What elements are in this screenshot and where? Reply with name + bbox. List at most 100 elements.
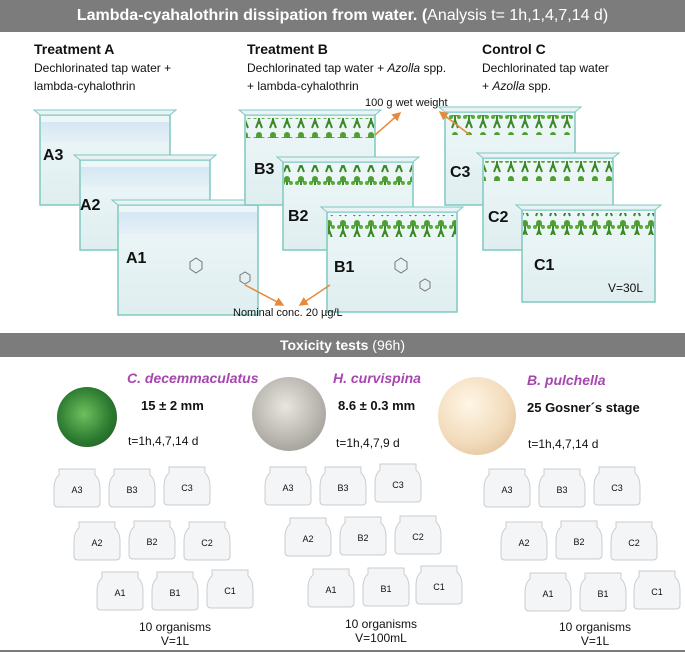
organisms-caption-3: 10 organisms V=1L	[540, 620, 650, 648]
organisms-count-2: 10 organisms	[344, 617, 418, 631]
organisms-caption-2: 10 organisms V=100mL	[326, 617, 436, 645]
toxicity-title-bold: Toxicity tests	[279, 337, 369, 353]
treatment-b-line1-end: spp.	[420, 61, 447, 75]
organisms-caption-1: 10 organisms V=1L	[120, 620, 230, 648]
jar: C1	[205, 566, 255, 610]
control-c-desc: Dechlorinated tap water + Azolla spp.	[482, 59, 609, 95]
jar-label: B1	[169, 588, 181, 598]
jar: B1	[578, 569, 628, 613]
organisms-count-3: 10 organisms	[558, 620, 632, 634]
jar: A2	[72, 518, 122, 562]
control-c-line1: Dechlorinated tap water	[482, 61, 609, 75]
wet-weight-note: 100 g wet weight	[365, 97, 448, 109]
jar: A3	[52, 465, 102, 509]
jar: B2	[338, 513, 388, 557]
title-bold: Lambda-cyahalothrin dissipation from wat…	[76, 7, 428, 24]
treatment-b-line2: + lambda-cyhalothrin	[247, 79, 359, 93]
jar-label: C3	[181, 483, 193, 493]
organisms-volume-3: V=1L	[580, 634, 610, 648]
treatment-a-label: Treatment A	[34, 41, 115, 57]
species-name-2: H. curvispina	[333, 370, 421, 386]
treatment-a-line2: lambda-cyhalothrin	[34, 79, 136, 93]
jar: A1	[306, 565, 356, 609]
jar-label: B1	[597, 589, 609, 599]
bottom-rule	[0, 650, 685, 652]
jar: B1	[150, 568, 200, 612]
jar: C3	[162, 463, 212, 507]
control-c-line2-end: spp.	[525, 79, 552, 93]
jar: C1	[632, 567, 682, 611]
tank-label-c3: C3	[450, 164, 471, 181]
jar-label: B3	[556, 485, 568, 495]
control-c-italic: Azolla	[492, 79, 526, 93]
jar: A1	[523, 569, 573, 613]
jar: A2	[283, 514, 333, 558]
jar-label: A3	[71, 485, 83, 495]
jar: A3	[482, 465, 532, 509]
jar-label: A1	[542, 589, 554, 599]
tank-label-b2: B2	[288, 208, 309, 225]
jar-label: A3	[282, 483, 294, 493]
treatment-b-desc: Dechlorinated tap water + Azolla spp. + …	[247, 59, 446, 95]
treatment-b-line1: Dechlorinated tap water +	[247, 61, 388, 75]
jar: A3	[263, 463, 313, 507]
jar-label: C2	[628, 538, 640, 548]
jar-label: C1	[433, 582, 445, 592]
jar: C2	[393, 512, 443, 556]
treatment-b-label: Treatment B	[247, 41, 328, 57]
jar: B1	[361, 564, 411, 608]
jar-label: C3	[392, 480, 404, 490]
jar: C1	[414, 562, 464, 606]
arrow-nominal-a	[244, 284, 285, 306]
title-banner: Lambda-cyahalothrin dissipation from wat…	[0, 0, 685, 32]
fish-photo	[57, 387, 117, 447]
jar-label: C2	[201, 538, 213, 548]
species-size-1: 15 ± 2 mm	[141, 398, 204, 413]
arrow-wet-weight-c	[438, 111, 471, 136]
jar: B3	[537, 465, 587, 509]
tank-label-b3: B3	[254, 161, 275, 178]
jar-label: A2	[518, 538, 530, 548]
jar: C3	[373, 460, 423, 504]
jar-label: B1	[380, 584, 392, 594]
tank-label-a1: A1	[126, 250, 147, 267]
nominal-conc-note: Nominal conc. 20 µg/L	[233, 307, 343, 319]
jar: B3	[318, 463, 368, 507]
jar-label: B2	[357, 533, 369, 543]
tank-c1	[514, 204, 663, 303]
tank-label-a2: A2	[80, 197, 101, 214]
species-name-1: C. decemmaculatus	[127, 370, 259, 386]
tadpole-photo	[438, 377, 516, 455]
jar: C2	[182, 518, 232, 562]
organisms-volume-1: V=1L	[160, 634, 190, 648]
jar-label: A2	[91, 538, 103, 548]
organisms-count-1: 10 organisms	[138, 620, 212, 634]
jar-label: C1	[224, 586, 236, 596]
treatment-b-italic: Azolla	[387, 61, 421, 75]
jar-label: B3	[126, 485, 138, 495]
tank-label-b1: B1	[334, 259, 355, 276]
jar-label: C1	[651, 587, 663, 597]
species-time-1: t=1h,4,7,14 d	[128, 434, 199, 448]
tank-label-c2: C2	[488, 209, 509, 226]
control-c-line2-pre: +	[482, 79, 493, 93]
jar-label: A1	[325, 585, 337, 595]
species-size-2: 8.6 ± 0.3 mm	[338, 398, 416, 413]
jar: C2	[609, 518, 659, 562]
jar: B3	[107, 465, 157, 509]
arrow-nominal-b	[298, 284, 331, 306]
jar: C3	[592, 463, 642, 507]
tank-a1	[110, 199, 266, 316]
toxicity-title-rest: (96h)	[368, 337, 405, 353]
species-time-2: t=1h,4,7,9 d	[336, 436, 400, 450]
species-name-3: B. pulchella	[527, 372, 606, 388]
tanks-illustration	[32, 106, 663, 316]
treatment-a-line1: Dechlorinated tap water +	[34, 61, 172, 75]
title-rest: Analysis t= 1h,1,4,7,14 d)	[427, 7, 609, 24]
jar-label: C3	[611, 483, 623, 493]
jar-label: B2	[146, 537, 158, 547]
jar: B2	[127, 517, 177, 561]
jar-label: A2	[302, 534, 314, 544]
jar-label: B2	[573, 537, 585, 547]
amphipod-photo	[252, 377, 326, 451]
